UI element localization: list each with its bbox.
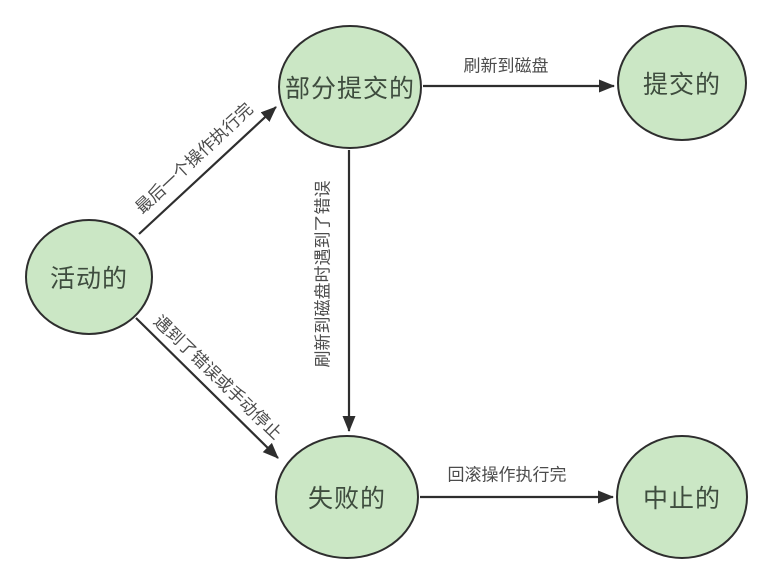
node-aborted: 中止的 [616, 435, 748, 559]
edge-label-rollback-done: 回滚操作执行完 [447, 465, 567, 485]
node-aborted-label: 中止的 [642, 485, 721, 513]
edge-label-flush-to-disk: 刷新到磁盘 [463, 56, 549, 76]
node-active: 活动的 [25, 219, 153, 335]
node-failed-label: 失败的 [307, 485, 386, 513]
edge-label-flush-error: 刷新到磁盘时遇到了错误 [313, 180, 333, 368]
node-committed-label: 提交的 [642, 71, 721, 99]
node-active-label: 活动的 [49, 265, 128, 293]
edge-active-to-failed [135, 317, 279, 459]
edge-active-to-partially-committed [138, 106, 277, 235]
node-committed: 提交的 [617, 25, 747, 141]
node-partially-committed: 部分提交的 [278, 25, 422, 149]
node-failed: 失败的 [275, 435, 419, 559]
node-partially-committed-label: 部分提交的 [284, 75, 415, 103]
